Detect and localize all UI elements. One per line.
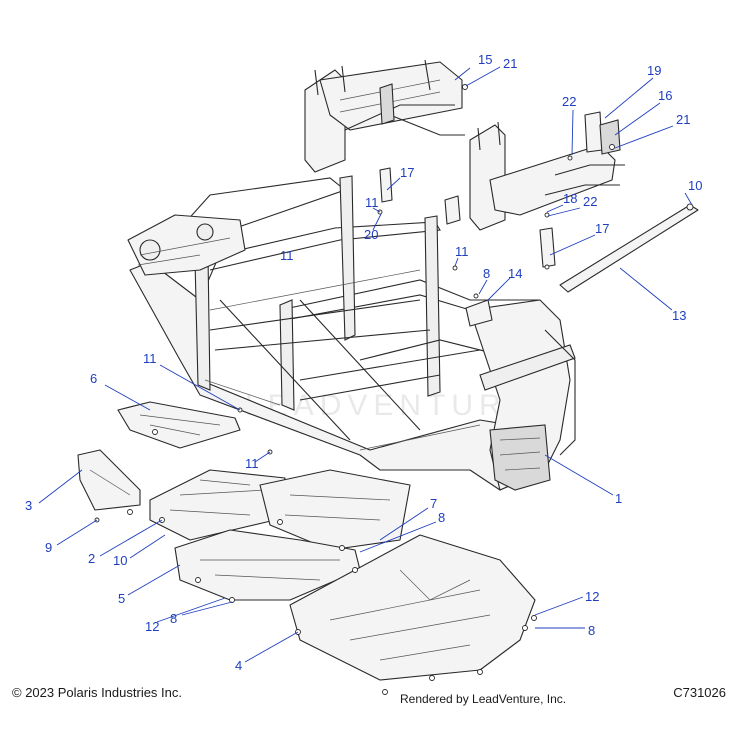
callout-10: 10 — [688, 178, 702, 193]
callout-7: 7 — [430, 496, 437, 511]
callout-11: 11 — [365, 195, 379, 210]
callout-12: 12 — [585, 589, 599, 604]
rear-cage-section — [304, 59, 465, 173]
callout-22: 22 — [562, 94, 576, 109]
floor-panel-4 — [289, 534, 536, 681]
callout-8: 8 — [438, 510, 445, 525]
callout-6: 6 — [90, 371, 97, 386]
callout-8: 8 — [170, 611, 177, 626]
rendered-by-text: Rendered by LeadVenture, Inc. — [400, 692, 567, 706]
callout-22: 22 — [583, 194, 597, 209]
callout-3: 3 — [25, 498, 32, 513]
callout-18: 18 — [563, 191, 577, 206]
brace-bar-13 — [559, 204, 699, 293]
callout-12: 12 — [145, 619, 159, 634]
callout-5: 5 — [118, 591, 125, 606]
callout-9: 9 — [45, 540, 52, 555]
leader-lines — [38, 66, 693, 663]
callout-10: 10 — [113, 553, 127, 568]
callout-13: 13 — [672, 308, 686, 323]
callout-labels: 15 21 19 22 16 21 17 11 20 18 22 10 11 1… — [25, 52, 702, 673]
main-frame — [127, 175, 576, 491]
callout-15: 15 — [478, 52, 492, 67]
callout-19: 19 — [647, 63, 661, 78]
callout-20: 20 — [364, 227, 378, 242]
diagram-code: C731026 — [673, 685, 726, 700]
front-cage-section — [444, 111, 625, 231]
copyright-text: © 2023 Polaris Industries Inc. — [12, 685, 182, 700]
bolt-10 — [686, 203, 694, 211]
callout-14: 14 — [508, 266, 522, 281]
callout-11: 11 — [143, 351, 157, 366]
callout-2: 2 — [88, 551, 95, 566]
bracket-17-upper — [379, 167, 393, 203]
callout-17: 17 — [400, 165, 414, 180]
skid-plate-6 — [117, 401, 241, 449]
callout-17: 17 — [595, 221, 609, 236]
callout-21: 21 — [676, 112, 690, 127]
floor-panel-7 — [259, 469, 411, 551]
callout-8: 8 — [588, 623, 595, 638]
callout-4: 4 — [235, 658, 242, 673]
fasteners — [94, 84, 615, 695]
callout-8: 8 — [483, 266, 490, 281]
callout-11: 11 — [455, 244, 469, 259]
callout-1: 1 — [615, 491, 622, 506]
callout-11: 11 — [245, 456, 259, 471]
callout-21: 21 — [503, 56, 517, 71]
panel-3 — [77, 449, 141, 511]
callout-11: 11 — [280, 248, 294, 263]
callout-16: 16 — [658, 88, 672, 103]
bracket-17-lower — [539, 227, 556, 268]
